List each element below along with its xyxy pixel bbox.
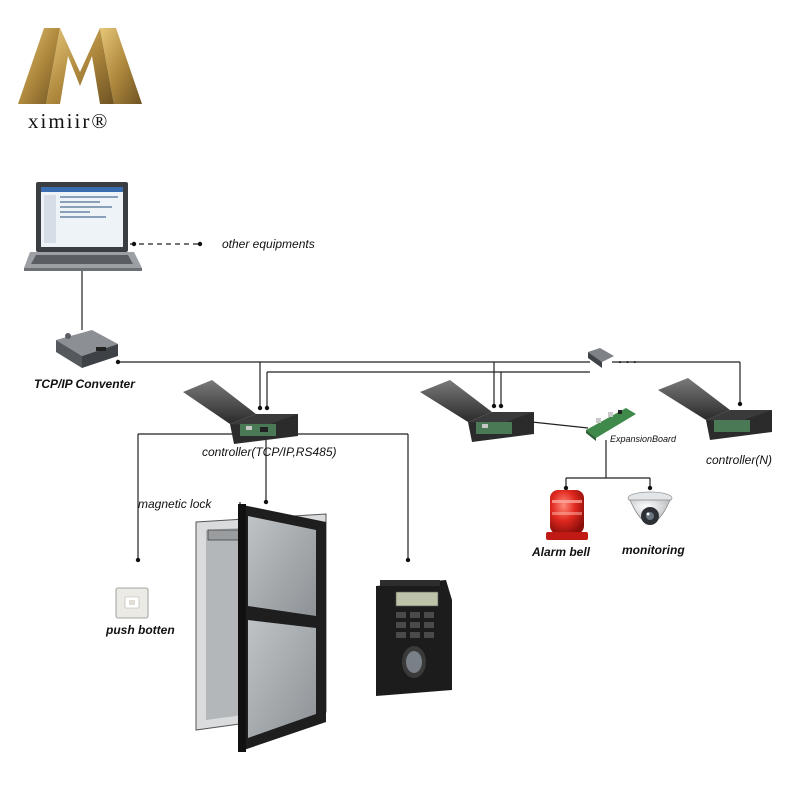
expansion-board [586, 408, 636, 441]
laptop-computer [24, 182, 142, 271]
controller-1 [183, 380, 298, 444]
label-expansion-board: ExpansionBoard [610, 434, 677, 444]
dome-camera [627, 491, 673, 525]
brand-logo: ximiir® [18, 28, 142, 133]
wiring [81, 241, 743, 563]
push-button-device [115, 587, 149, 619]
controller-2 [420, 380, 534, 442]
label-magnetic-lock: magnetic lock [138, 497, 212, 511]
label-push-button: push botten [105, 623, 175, 637]
bus-repeater [588, 348, 614, 368]
brand-name: ximiir® [28, 109, 109, 133]
label-tcpip-converter: TCP/IP Conventer [34, 377, 136, 391]
label-alarm-bell: Alarm bell [531, 545, 591, 559]
label-controller-n: controller(N) [706, 453, 772, 467]
tcpip-converter [56, 330, 118, 368]
controller-n [658, 378, 772, 440]
logo-mark [100, 28, 142, 104]
alarm-bell [546, 490, 588, 540]
door [195, 504, 327, 752]
label-controller-main: controller(TCP/IP,RS485) [202, 445, 337, 459]
ellipsis: · · · [618, 355, 637, 369]
label-other-equipments: other equipments [222, 237, 315, 251]
label-monitoring: monitoring [622, 543, 685, 557]
fingerprint-reader [376, 580, 452, 696]
logo-mark [46, 28, 114, 104]
